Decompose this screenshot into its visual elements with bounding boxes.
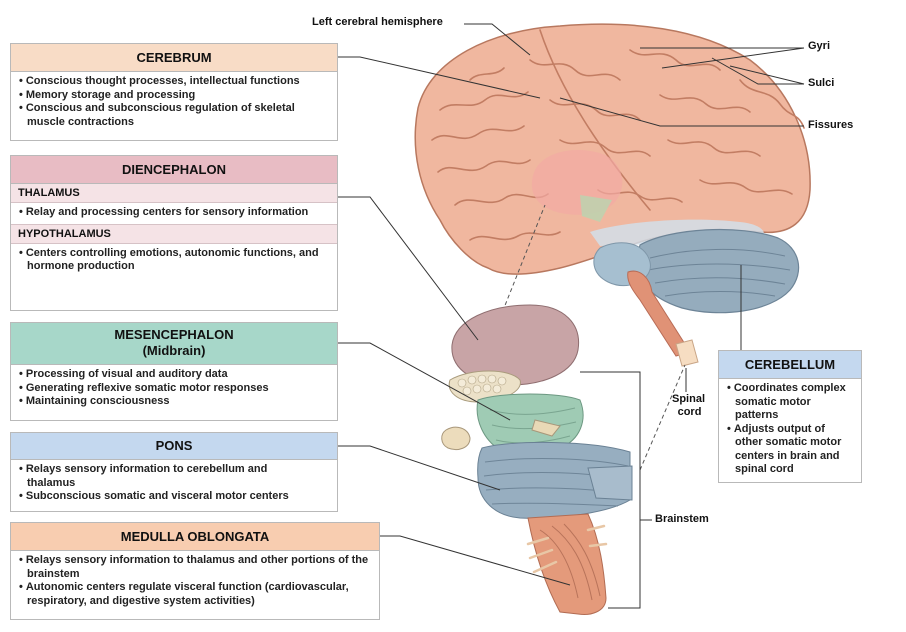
hypothalamus-list: Centers controlling emotions, autonomic … (11, 244, 337, 278)
diencephalon-panel: DIENCEPHALON THALAMUS Relay and processi… (10, 155, 338, 311)
list-item: Generating reflexive somatic motor respo… (19, 382, 329, 396)
list-item: Memory storage and processing (19, 89, 329, 103)
list-item: Coordinates complex somatic motor patter… (727, 382, 853, 423)
spinal-cord-label: Spinal cord (672, 393, 705, 419)
list-item: Conscious thought processes, intellectua… (19, 75, 329, 89)
cerebrum-list: Conscious thought processes, intellectua… (11, 72, 337, 133)
cerebrum-panel: CEREBRUM Conscious thought processes, in… (10, 43, 338, 141)
list-item: Relay and processing centers for sensory… (19, 206, 329, 220)
medulla-list: Relays sensory information to thalamus a… (11, 551, 379, 612)
pons-list: Relays sensory information to cerebellum… (11, 460, 337, 508)
mesencephalon-header: MESENCEPHALON (Midbrain) (11, 323, 337, 365)
list-item: Subconscious somatic and visceral motor … (19, 490, 329, 504)
cerebellum-panel: CEREBELLUM Coordinates complex somatic m… (718, 350, 862, 483)
medulla-title: MEDULLA OBLONGATA (11, 523, 379, 551)
gyri-label: Gyri (808, 40, 831, 52)
mesencephalon-list: Processing of visual and auditory data G… (11, 365, 337, 413)
cerebellum-list: Coordinates complex somatic motor patter… (719, 379, 861, 481)
mesencephalon-panel: MESENCEPHALON (Midbrain) Processing of v… (10, 322, 338, 421)
cerebellum-drawing (593, 228, 800, 314)
spinal-cord-label-line1: Spinal (672, 393, 706, 405)
diencephalon-title: DIENCEPHALON (11, 156, 337, 184)
brainstem-drawing (441, 304, 633, 615)
left-hemisphere-label: Left cerebral hemisphere (312, 16, 443, 28)
hypothalamus-title: HYPOTHALAMUS (11, 223, 337, 244)
list-item: Adjusts output of other somatic motor ce… (727, 423, 853, 477)
list-item: Autonomic centers regulate visceral func… (19, 581, 371, 608)
thalamus-list: Relay and processing centers for sensory… (11, 203, 337, 224)
sulci-label: Sulci (808, 77, 835, 89)
spinal-cord-label-line2: cord (677, 406, 702, 418)
list-item: Relays sensory information to thalamus a… (19, 554, 371, 581)
cerebrum-title: CEREBRUM (11, 44, 337, 72)
pons-panel: PONS Relays sensory information to cereb… (10, 432, 338, 512)
list-item: Conscious and subconscious regulation of… (19, 102, 329, 129)
list-item: Relays sensory information to cerebellum… (19, 463, 329, 490)
medulla-panel: MEDULLA OBLONGATA Relays sensory informa… (10, 522, 380, 620)
mesencephalon-title: MESENCEPHALON (114, 327, 234, 342)
cerebellum-title: CEREBELLUM (719, 351, 861, 379)
list-item: Centers controlling emotions, autonomic … (19, 247, 329, 274)
mesencephalon-subtitle: (Midbrain) (142, 343, 206, 358)
fissures-label: Fissures (808, 119, 854, 131)
brainstem-label: Brainstem (655, 513, 709, 525)
pons-title: PONS (11, 433, 337, 460)
thalamus-title: THALAMUS (11, 184, 337, 203)
leader-lines (338, 23, 805, 609)
list-item: Maintaining consciousness (19, 395, 329, 409)
list-item: Processing of visual and auditory data (19, 368, 329, 382)
